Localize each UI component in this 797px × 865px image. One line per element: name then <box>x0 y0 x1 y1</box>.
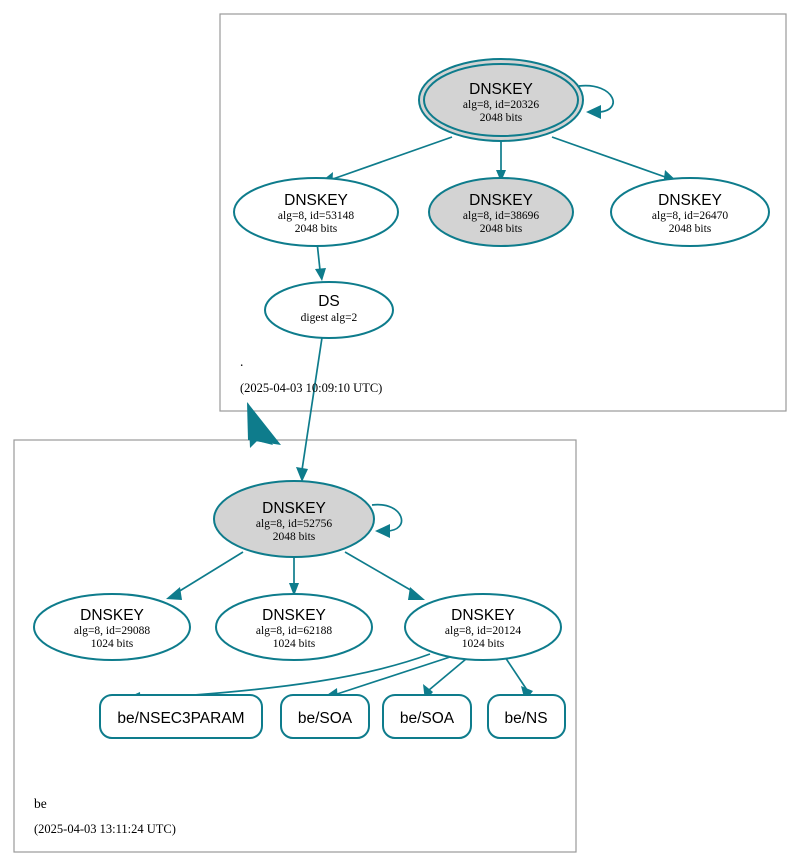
edge-be-ksk-self-loop <box>371 503 403 538</box>
zone-label-be: be <box>34 796 47 811</box>
node-title: DNSKEY <box>469 81 533 98</box>
rrset-label: be/SOA <box>298 710 353 727</box>
node-keysize: 2048 bits <box>273 531 316 543</box>
node-keyinfo: alg=8, id=20124 <box>445 625 521 637</box>
rrset-be-ns[interactable]: be/NS <box>487 694 566 739</box>
zone-timestamp-be: (2025-04-03 13:11:24 UTC) <box>34 822 176 836</box>
node-keysize: 1024 bits <box>462 638 505 650</box>
zone-timestamp-root: (2025-04-03 10:09:10 UTC) <box>240 381 382 395</box>
node-root-zsk-38696[interactable]: DNSKEY alg=8, id=38696 2048 bits <box>428 177 574 247</box>
node-keysize: 2048 bits <box>480 223 523 235</box>
node-keysize: 1024 bits <box>273 638 316 650</box>
node-keysize: 2048 bits <box>669 223 712 235</box>
node-title: DNSKEY <box>451 607 515 624</box>
rrset-label: be/NS <box>504 710 547 727</box>
node-keyinfo: alg=8, id=38696 <box>463 210 539 222</box>
node-root-ds[interactable]: DS digest alg=2 <box>264 281 394 339</box>
rrset-be-nsec3param[interactable]: be/NSEC3PARAM <box>99 694 263 739</box>
edge-be-ksk-to-zsk20124 <box>344 551 425 600</box>
node-keysize: 1024 bits <box>91 638 134 650</box>
node-root-zsk-26470[interactable]: DNSKEY alg=8, id=26470 2048 bits <box>610 177 770 247</box>
edge-be-ksk-to-zsk62188 <box>289 555 299 596</box>
node-keysize: 2048 bits <box>480 112 523 124</box>
rrset-label: be/SOA <box>400 710 455 727</box>
rrset-be-soa-2[interactable]: be/SOA <box>382 694 472 739</box>
node-title: DNSKEY <box>469 192 533 209</box>
edge-zone-delegation-arrow <box>247 402 281 448</box>
rrset-label: be/NSEC3PARAM <box>117 710 244 727</box>
node-root-zsk-53148[interactable]: DNSKEY alg=8, id=53148 2048 bits <box>233 177 399 247</box>
node-keyinfo: alg=8, id=52756 <box>256 518 332 530</box>
edge-root-ksk-self-loop <box>578 84 614 119</box>
node-title: DNSKEY <box>262 607 326 624</box>
node-keyinfo: alg=8, id=29088 <box>74 625 150 637</box>
node-title: DNSKEY <box>80 607 144 624</box>
node-keysize: 2048 bits <box>295 223 338 235</box>
node-root-ksk-20326[interactable]: DNSKEY alg=8, id=20326 2048 bits <box>418 58 584 142</box>
node-keyinfo: alg=8, id=26470 <box>652 210 728 222</box>
node-digest-alg: digest alg=2 <box>301 312 358 324</box>
edge-root-ksk-to-zsk38696 <box>496 140 506 182</box>
zone-label-root: . <box>240 354 243 369</box>
node-title: DNSKEY <box>284 192 348 209</box>
edge-ds-to-be-ksk <box>296 330 324 482</box>
rrset-be-soa-1[interactable]: be/SOA <box>280 694 370 739</box>
node-title: DNSKEY <box>262 500 326 517</box>
node-keyinfo: alg=8, id=62188 <box>256 625 332 637</box>
node-be-ksk-52756[interactable]: DNSKEY alg=8, id=52756 2048 bits <box>213 480 375 558</box>
node-title: DS <box>318 293 340 310</box>
node-be-zsk-62188[interactable]: DNSKEY alg=8, id=62188 1024 bits <box>215 593 373 661</box>
edge-be-ksk-to-zsk29088 <box>166 551 244 600</box>
node-be-zsk-20124[interactable]: DNSKEY alg=8, id=20124 1024 bits <box>404 593 562 661</box>
node-keyinfo: alg=8, id=53148 <box>278 210 354 222</box>
node-title: DNSKEY <box>658 192 722 209</box>
node-keyinfo: alg=8, id=20326 <box>463 99 539 111</box>
node-be-zsk-29088[interactable]: DNSKEY alg=8, id=29088 1024 bits <box>33 593 191 661</box>
